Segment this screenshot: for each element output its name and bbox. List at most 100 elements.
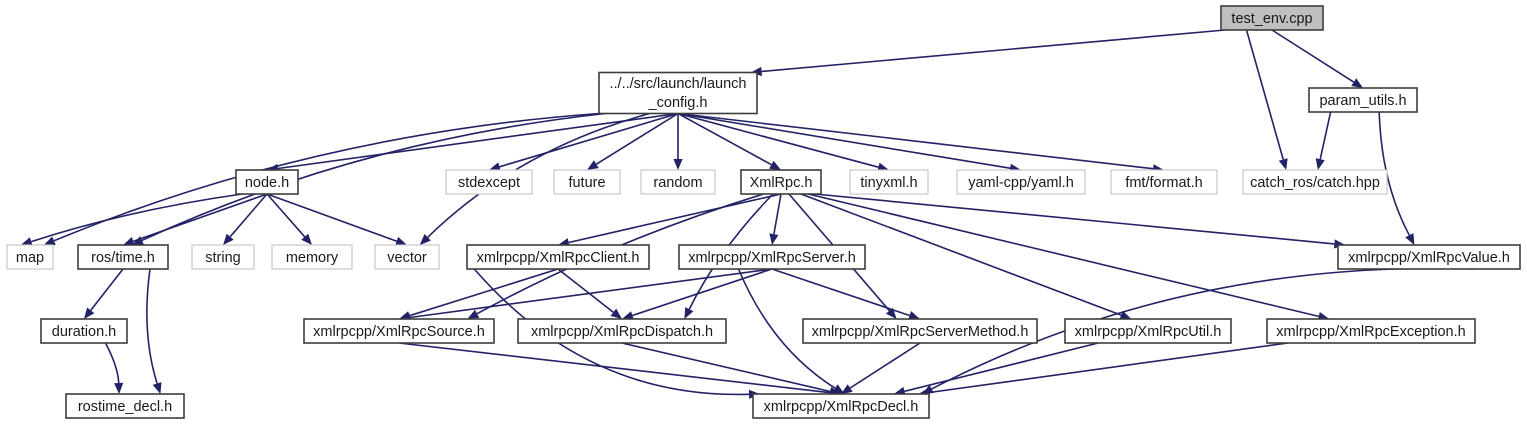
graph-node-box[interactable] (65, 393, 185, 419)
graph-node-label: ../../src/launch/launch_config.h (609, 76, 746, 111)
graph-edge (929, 342, 1288, 394)
graph-edge (266, 193, 306, 238)
graph-node-rostime[interactable]: ros/time.h (77, 244, 169, 270)
graph-edge-arrowhead (1333, 239, 1346, 249)
graph-node-string[interactable]: string (191, 244, 255, 270)
graph-node-box[interactable] (678, 244, 866, 270)
graph-node-xrdecl[interactable]: xmlrpcpp/XmlRpcDecl.h (752, 393, 930, 419)
graph-node-box[interactable] (517, 318, 727, 344)
graph-edge (849, 342, 921, 389)
graph-node-label: rostime_decl.h (78, 399, 172, 415)
graph-node-label: xmlrpcpp/XmlRpcClient.h (477, 250, 640, 266)
graph-edge-arrowhead (20, 237, 33, 246)
graph-node-box[interactable] (466, 244, 650, 270)
graph-node-label: fmt/format.h (1125, 175, 1202, 191)
graph-node-label: memory (286, 250, 339, 266)
graph-node-vector[interactable]: vector (374, 244, 440, 270)
graph-node-box[interactable] (1064, 318, 1232, 344)
graph-node-box[interactable] (271, 244, 353, 270)
graph-node-box[interactable] (1337, 244, 1521, 270)
graph-edge (677, 112, 879, 168)
graph-node-box[interactable] (598, 71, 758, 115)
graph-edge-arrowhead (610, 308, 622, 319)
graph-edge (737, 268, 836, 389)
graph-node-xrservermethod[interactable]: xmlrpcpp/XmlRpcServerMethod.h (802, 318, 1038, 344)
graph-edge (1271, 29, 1355, 83)
graph-edge (499, 112, 679, 168)
graph-node-future[interactable]: future (553, 169, 621, 195)
graph-edge (1319, 111, 1332, 160)
graph-node-xrutil[interactable]: xmlrpcpp/XmlRpcUtil.h (1064, 318, 1232, 344)
graph-edge (133, 193, 268, 243)
graph-node-param_utils[interactable]: param_utils.h (1308, 87, 1418, 113)
graph-node-label: random (653, 175, 702, 191)
graph-node-tinyxml[interactable]: tinyxml.h (849, 169, 929, 195)
graph-node-stdexcept[interactable]: stdexcept (445, 169, 533, 195)
graph-node-xrdispatch[interactable]: xmlrpcpp/XmlRpcDispatch.h (517, 318, 727, 344)
graph-edge (621, 342, 831, 393)
graph-edge-arrowhead (1405, 233, 1415, 245)
graph-node-test_env[interactable]: test_env.cpp (1220, 5, 1324, 31)
graph-node-box[interactable] (1308, 87, 1418, 113)
graph-node-box[interactable] (1266, 318, 1476, 344)
graph-edge (409, 268, 773, 319)
graph-node-box[interactable] (40, 318, 128, 344)
graph-edge-arrowhead (152, 382, 162, 394)
graph-node-yamlcpp[interactable]: yaml-cpp/yaml.h (956, 169, 1086, 195)
graph-node-memory[interactable]: memory (271, 244, 353, 270)
graph-node-xrserver[interactable]: xmlrpcpp/XmlRpcServer.h (678, 244, 866, 270)
graph-node-box[interactable] (740, 169, 822, 195)
graph-node-label: param_utils.h (1319, 93, 1406, 109)
graph-node-rostime_decl[interactable]: rostime_decl.h (65, 393, 185, 419)
graph-edge-arrowhead (489, 162, 501, 172)
graph-node-box[interactable] (752, 393, 930, 419)
graph-node-fmtformat[interactable]: fmt/format.h (1110, 169, 1218, 195)
graph-edge (90, 268, 124, 311)
graph-node-box[interactable] (191, 244, 255, 270)
graph-edge-arrowhead (1278, 158, 1288, 170)
graph-node-label: tinyxml.h (860, 175, 917, 191)
graph-node-catch_ros[interactable]: catch_ros/catch.hpp (1242, 169, 1388, 195)
graph-edge (595, 112, 679, 165)
graph-node-box[interactable] (802, 318, 1038, 344)
graph-edge (904, 342, 1099, 393)
graph-node-label: node.h (245, 175, 289, 191)
graph-node-box[interactable] (553, 169, 621, 195)
graph-node-box[interactable] (445, 169, 533, 195)
graph-node-box[interactable] (640, 169, 716, 195)
graph-edge (808, 193, 1319, 318)
graph-node-xrvalue[interactable]: xmlrpcpp/XmlRpcValue.h (1337, 244, 1521, 270)
graph-edge (141, 112, 606, 242)
graph-edge-arrowhead (114, 382, 124, 394)
graph-node-label: xmlrpcpp/XmlRpcServerMethod.h (812, 324, 1029, 340)
graph-edge (104, 342, 120, 384)
graph-node-box[interactable] (1110, 169, 1218, 195)
graph-node-xrexception[interactable]: xmlrpcpp/XmlRpcException.h (1266, 318, 1476, 344)
graph-edge (557, 268, 614, 313)
graph-node-xmlrpc_h[interactable]: XmlRpc.h (740, 169, 822, 195)
graph-node-box[interactable] (1220, 5, 1324, 31)
graph-node-xrsource[interactable]: xmlrpcpp/XmlRpcSource.h (303, 318, 495, 344)
graph-edge-arrowhead (750, 66, 762, 77)
graph-node-map[interactable]: map (6, 244, 54, 270)
graph-edge (677, 112, 772, 166)
graph-node-launch_config[interactable]: ../../src/launch/launch_config.h (598, 71, 758, 115)
graph-node-label: string (205, 250, 240, 266)
graph-node-box[interactable] (956, 169, 1086, 195)
graph-node-box[interactable] (6, 244, 54, 270)
graph-node-label: yaml-cpp/yaml.h (968, 175, 1074, 191)
graph-node-random[interactable]: random (640, 169, 716, 195)
graph-node-box[interactable] (1242, 169, 1388, 195)
graph-node-box[interactable] (849, 169, 929, 195)
graph-node-box[interactable] (303, 318, 495, 344)
graph-node-label: catch_ros/catch.hpp (1250, 175, 1380, 191)
graph-node-node_h[interactable]: node.h (235, 169, 299, 195)
graph-node-xrclient[interactable]: xmlrpcpp/XmlRpcClient.h (466, 244, 650, 270)
graph-node-duration[interactable]: duration.h (40, 318, 128, 344)
graph-node-box[interactable] (235, 169, 299, 195)
graph-node-box[interactable] (374, 244, 440, 270)
graph-node-label: xmlrpcpp/XmlRpcDecl.h (764, 399, 919, 415)
graph-node-box[interactable] (77, 244, 169, 270)
